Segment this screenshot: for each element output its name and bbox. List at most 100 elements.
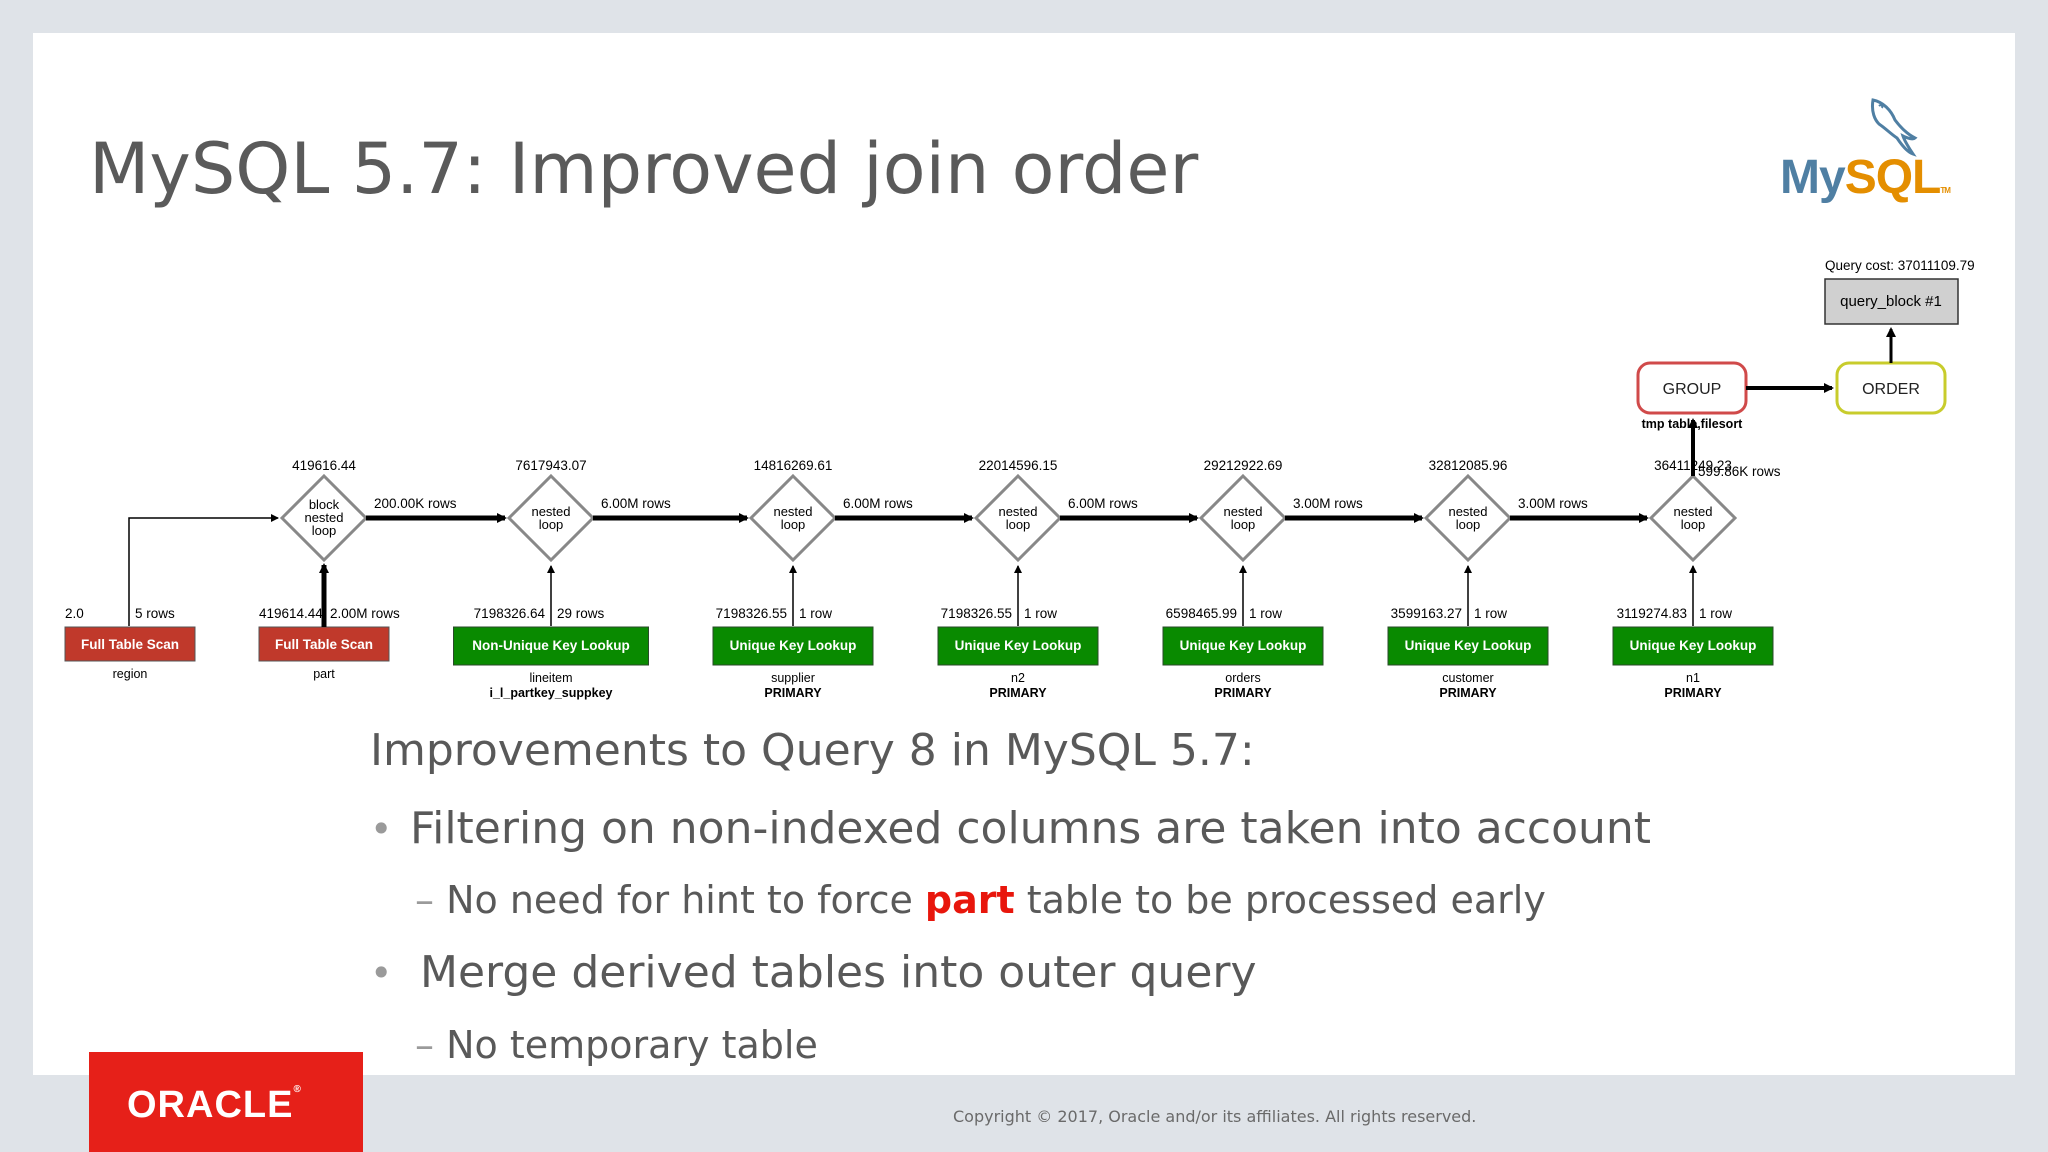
dash-mark: – [415,1023,434,1067]
query-block-label: query_block #1 [1840,293,1942,310]
join-cost: 29212922.69 [1204,458,1283,473]
lookup-box [1162,626,1324,666]
query-block-box [1824,278,1959,325]
lookup-rows: 1 row [1699,606,1732,621]
join-label-1: nested [773,504,812,519]
lookup-table: n2 [1011,671,1025,685]
join-label-2: loop [1681,517,1706,532]
lookup-label: Unique Key Lookup [730,638,857,653]
region-scan-label: Full Table Scan [81,637,179,652]
dolphin-icon [1871,98,1918,157]
region-table: region [113,667,148,681]
join-diamond [973,473,1063,563]
join-cost: 419616.44 [292,458,356,473]
lookup-key: PRIMARY [1439,686,1497,700]
lookup-table: supplier [771,671,815,685]
join-label-2: nested [304,510,343,525]
copyright-text: Copyright © 2017, Oracle and/or its affi… [953,1107,1477,1126]
lookup-table: n1 [1686,671,1700,685]
join-label-2: loop [539,517,564,532]
mysql-logo: MySQLTM [1780,151,1951,204]
join-node: 36411249.23nestedloop599.86K rows [1648,418,1781,563]
group-label: GROUP [1663,381,1722,398]
lookup-cost: 7198326.55 [716,606,787,621]
lookup-rows: 1 row [799,606,832,621]
join-out-rows: 3.00M rows [1518,496,1588,511]
dash-mark: – [415,878,434,922]
sub-bullet-2: – No temporary table [415,1023,818,1067]
join-label-1: nested [1448,504,1487,519]
join-out-rows: 6.00M rows [843,496,913,511]
bullet-1-text: Filtering on non-indexed columns are tak… [410,803,1652,854]
lookup-label: Unique Key Lookup [1180,638,1307,653]
bullet-2-text: Merge derived tables into outer query [420,947,1257,998]
lookup-box [712,626,874,666]
join-diamond [1198,473,1288,563]
lookup-box [1387,626,1549,666]
lookup-label: Unique Key Lookup [1630,638,1757,653]
lookup-cost: 6598465.99 [1166,606,1237,621]
join-out-rows: 200.00K rows [374,496,457,511]
lookup-label: Non-Unique Key Lookup [472,638,630,653]
sub-bullet-1-post: table to be processed early [1014,878,1546,922]
lookup-label: Unique Key Lookup [1405,638,1532,653]
part-rows: 2.00M rows [330,606,400,621]
lookup-key: PRIMARY [1664,686,1722,700]
part-scan-label: Full Table Scan [275,637,373,652]
part-scan-box [258,626,390,662]
sub-bullet-1-pre: No need for hint to force [446,878,925,922]
bullet-dot: • [370,951,393,995]
join-diamond [506,473,596,563]
join-cost: 7617943.07 [515,458,586,473]
lookup-table: customer [1442,671,1493,685]
order-label: ORDER [1862,381,1920,398]
lookup-label: Unique Key Lookup [955,638,1082,653]
sub-bullet-2-text: No temporary table [446,1023,818,1067]
join-out-rows: 6.00M rows [1068,496,1138,511]
region-to-join-edge [128,514,279,592]
join-diamond [1648,473,1738,563]
part-cost: 419614.44 [259,606,323,621]
sub-bullet-1: – No need for hint to force part table t… [415,878,1546,922]
lookup-box [937,626,1099,666]
lookup-rows: 29 rows [557,606,605,621]
lookup-table: lineitem [529,671,572,685]
join-label-1: nested [998,504,1037,519]
lookup-key: PRIMARY [1214,686,1272,700]
join-label-2: loop [781,517,806,532]
lookup-rows: 1 row [1024,606,1057,621]
region-cost: 2.0 [65,606,84,621]
region-rows: 5 rows [135,606,175,621]
join-label-1: nested [1673,504,1712,519]
lookup-box [1612,626,1774,666]
join-label-1: nested [531,504,570,519]
lookup-table: orders [1225,671,1260,685]
join-cost: 14816269.61 [754,458,833,473]
join-label-2: loop [1231,517,1256,532]
registered-mark: ® [293,1084,302,1095]
join-label-1: block [309,497,340,512]
lookup-cost: 7198326.64 [474,606,546,621]
sub-bullet-1-emph: part [924,878,1015,922]
lookup-rows: 1 row [1474,606,1507,621]
lookup-box [453,626,649,666]
query-cost-label: Query cost: 37011109.79 [1825,258,1975,273]
lookup-key: i_l_partkey_suppkey [490,686,613,700]
join-diamond [1423,473,1513,563]
join-cost: 22014596.15 [979,458,1058,473]
join-label-2: loop [1456,517,1481,532]
oracle-wordmark: ORACLE [127,1084,294,1126]
join-label-2: loop [1006,517,1031,532]
content-heading: Improvements to Query 8 in MySQL 5.7: [370,725,1255,776]
